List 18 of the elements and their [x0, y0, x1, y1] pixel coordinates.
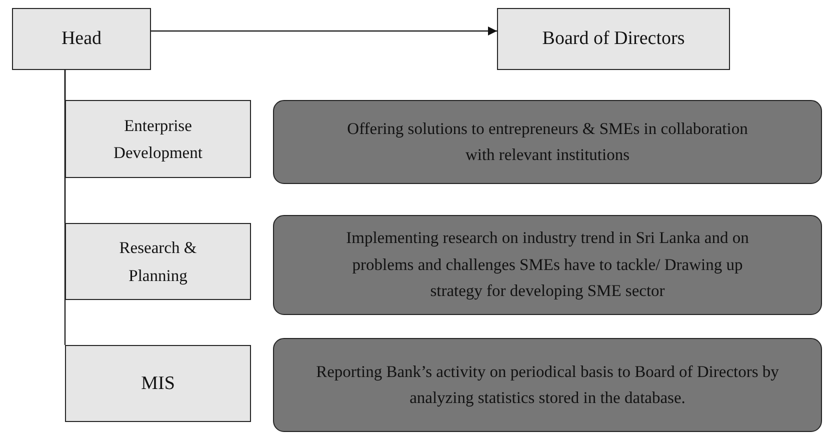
description-box [273, 338, 822, 432]
org-unit-box [65, 100, 251, 178]
org-unit-box [12, 8, 151, 70]
org-unit-box [65, 345, 251, 422]
unit-name: Enterprise Development [112, 114, 204, 164]
unit-name: Board of Directors [542, 27, 685, 52]
connector-line [64, 70, 66, 345]
description-text: Offering solutions to entrepreneurs & SMEs in collaboration with relevant institutions [346, 118, 749, 166]
arrow [151, 26, 497, 36]
unit-name: Research & Planning [118, 237, 198, 287]
unit-name: MIS [141, 372, 175, 396]
org-unit-box [497, 8, 730, 70]
description-box [273, 100, 822, 184]
description-box [273, 215, 822, 315]
description-text: Implementing research on industry trend in Sri Lanka and on problems and challenges SMEs have to tackle/ Drawing up strategy for developing SME sector [345, 227, 750, 302]
description-text: Reporting Bank’s activity on periodical basis to Board of Directors by analyzing statistics stored in the database. [315, 360, 780, 409]
org-unit-box [65, 223, 251, 300]
unit-name: Head [61, 27, 102, 52]
